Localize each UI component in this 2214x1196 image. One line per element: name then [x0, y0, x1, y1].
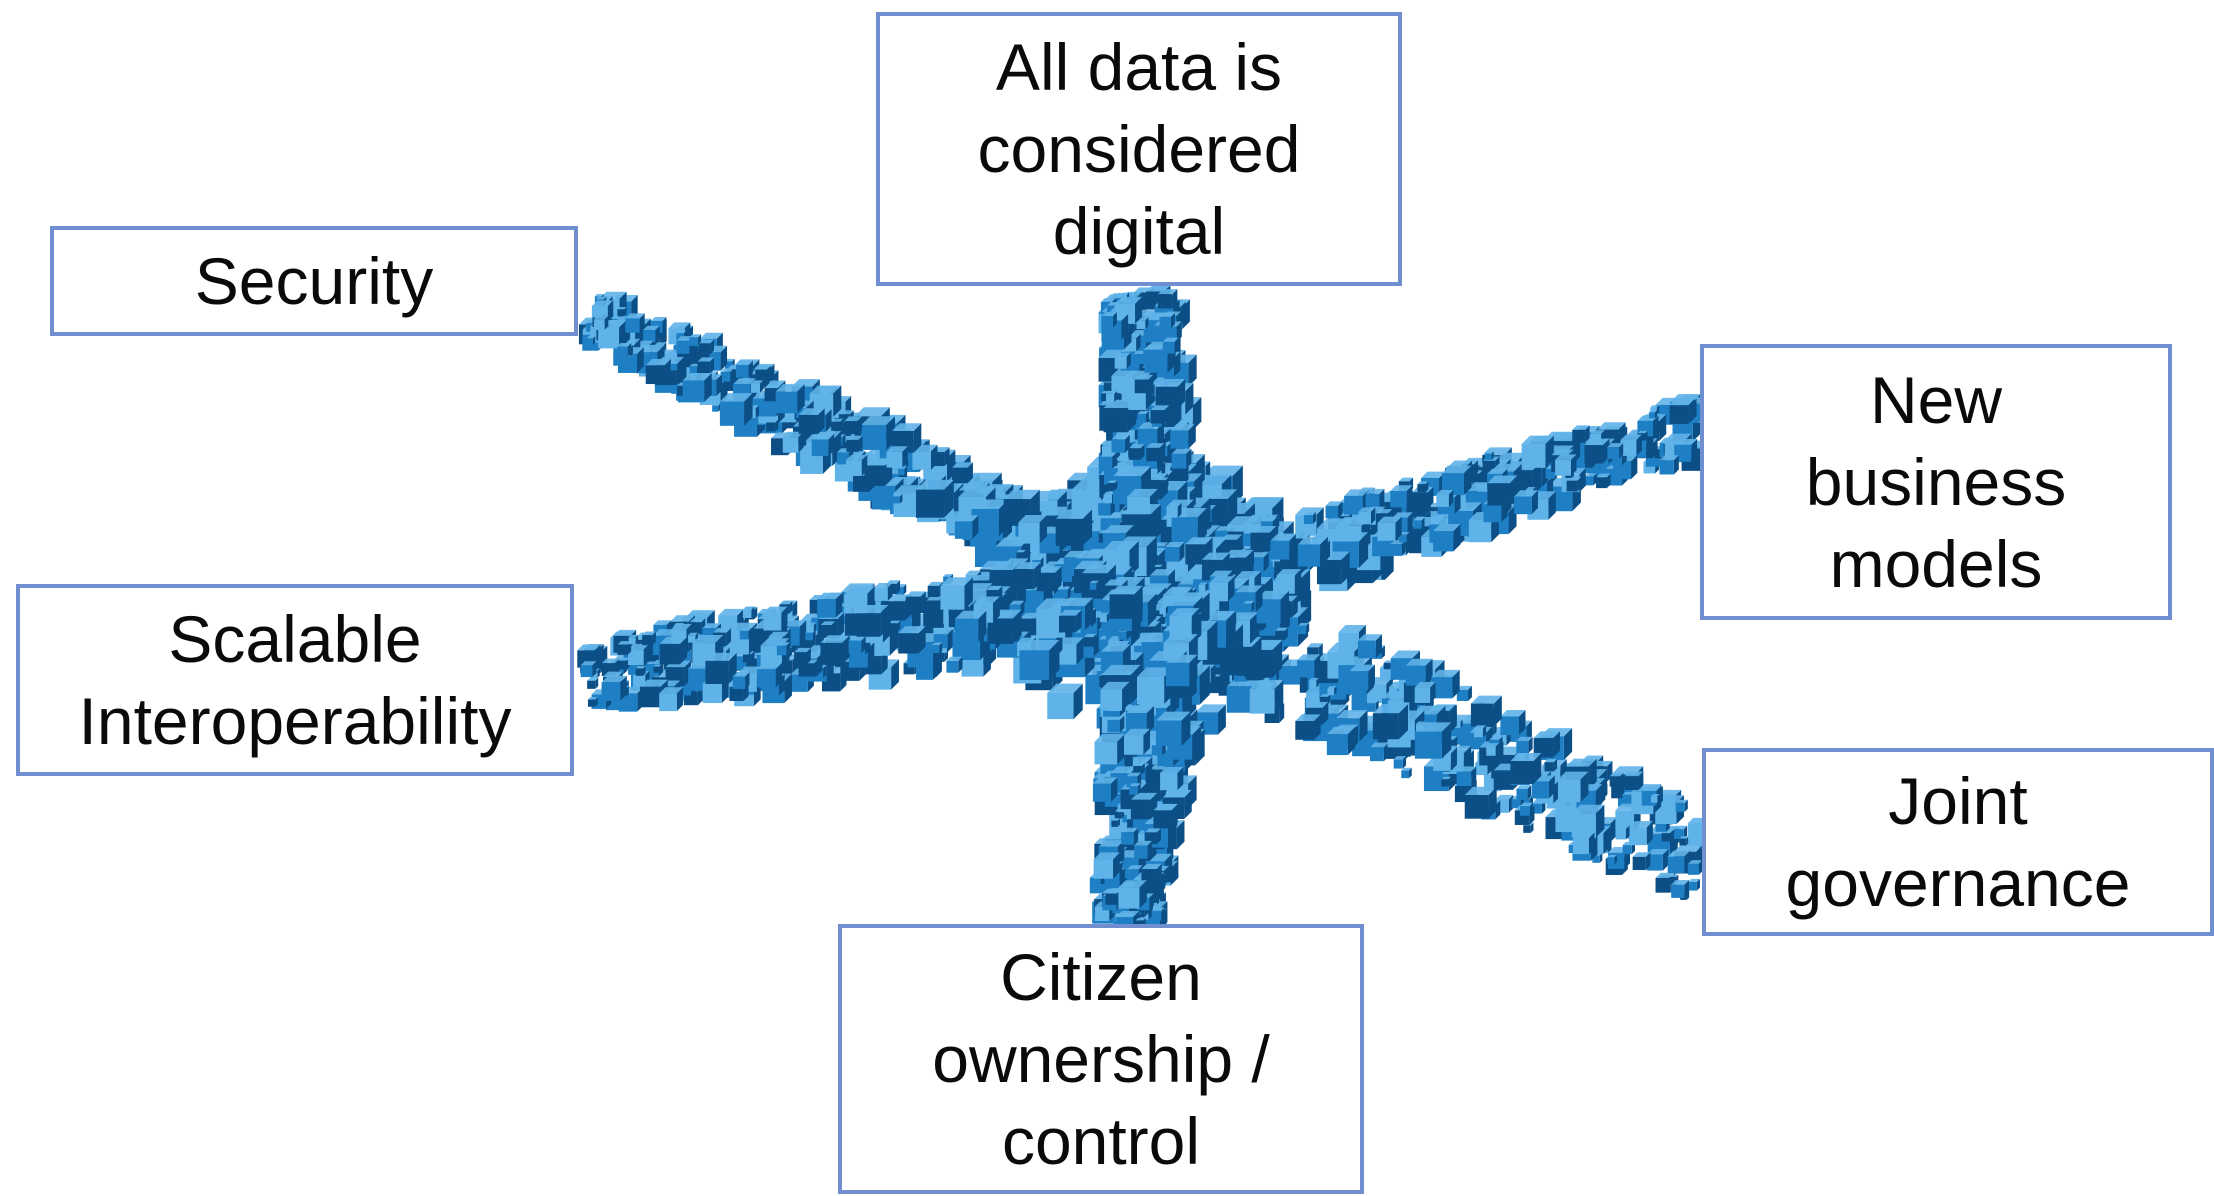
label-new-business-models: New business models	[1700, 344, 2172, 620]
label-scalable-interoperability: Scalable Interoperability	[16, 584, 574, 776]
label-joint-governance: Joint governance	[1702, 748, 2214, 936]
label-security: Security	[50, 226, 578, 336]
label-citizen-ownership-control: Citizen ownership / control	[838, 924, 1364, 1194]
label-all-data-digital: All data is considered digital	[876, 12, 1402, 286]
